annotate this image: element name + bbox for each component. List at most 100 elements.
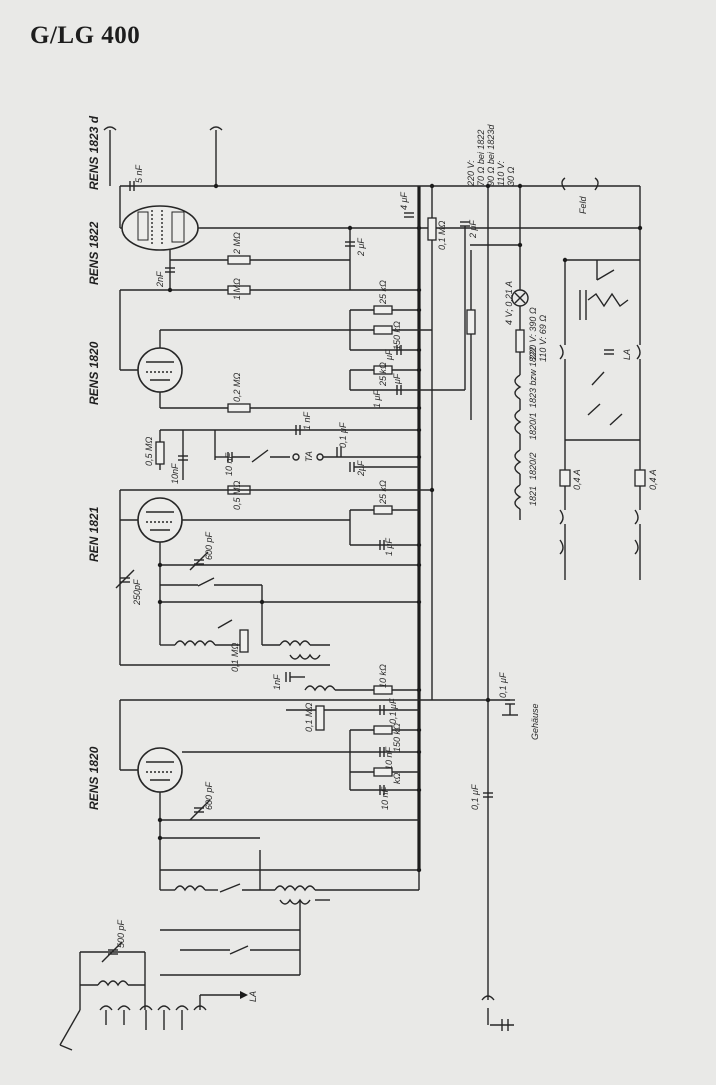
resistor-150k-b (373, 725, 393, 735)
resistor-vertical-main (466, 309, 476, 335)
terminal-ta-b[interactable] (316, 453, 324, 461)
tube-label-5: RENS 1820 (87, 746, 101, 810)
cap-2nF (165, 267, 175, 273)
cap-600pF-b (189, 799, 211, 821)
lbl-uF-b: μF (392, 373, 402, 385)
mains-plug-a[interactable] (559, 539, 564, 555)
lbl-10k-a: 10 kΩ (378, 664, 388, 688)
lbl-10nF-b: 10 nF (224, 452, 234, 476)
lbl-01M-a: 0,1 MΩ (437, 220, 447, 250)
cap-la (604, 349, 614, 355)
cap-uF-a (396, 345, 402, 355)
lbl-10nF-d: 10 nF (380, 786, 390, 810)
lbl-25k-a: 25 kΩ (378, 280, 388, 305)
lbl-2uF-a: 2 μF (356, 238, 366, 257)
lbl-10nF-c: 10 nF (384, 746, 394, 770)
lbl-150k-a: 150 kΩ (392, 321, 402, 350)
lbl-2nF: 2nF (155, 271, 165, 288)
tube-label-4: REN 1821 (87, 506, 101, 562)
switch-ta (251, 449, 269, 463)
heater-1820-1 (514, 409, 522, 435)
cap-1nF-a (295, 425, 301, 435)
resistor-01M-c (315, 705, 325, 731)
lbl-supply-70: 70 Ω bei 1822 (476, 130, 486, 186)
lbl-25k-b: 25 kΩ (378, 362, 388, 387)
coil-g (279, 898, 311, 905)
lbl-la-bottom: LA (248, 991, 258, 1002)
resistor-02M (227, 403, 251, 413)
resistor-01M-b (239, 629, 249, 653)
lbl-05M-b: 0,5 MΩ (232, 480, 242, 510)
lbl-series-110: 110 V: 69 Ω (538, 315, 548, 362)
lbl-heater-1820-2: 1820/2 (528, 452, 538, 480)
input-sockets[interactable] (99, 1005, 207, 1011)
junction-dots (157, 183, 643, 873)
cap-10nF-c (379, 747, 385, 757)
cap-4uF (404, 212, 414, 218)
cap-10nF-d (379, 785, 385, 795)
fuse-a (559, 469, 571, 487)
speaker-coil (587, 292, 629, 308)
lbl-supply-110: 110 V: (496, 160, 506, 186)
lbl-01M-c: 0,1 MΩ (304, 702, 314, 732)
cap-600pF-a (189, 551, 209, 571)
lbl-1M: 1 MΩ (232, 278, 242, 300)
lbl-lamp: 4 V; 0,21 A (504, 281, 514, 325)
cap-01uF-a (336, 447, 342, 457)
tube-rens1823d (121, 205, 199, 251)
tube-label-2: RENS 1822 (87, 221, 101, 285)
coil-f (274, 885, 316, 892)
lbl-01uF-b: 0,1 μF (388, 698, 398, 724)
lbl-25k-c: 25 kΩ (378, 480, 388, 505)
antenna-jack[interactable] (59, 1009, 81, 1046)
lbl-la-top: LA (622, 349, 632, 360)
feld-terminal-b[interactable] (594, 177, 599, 191)
lbl-500pF: 500 pF (116, 919, 126, 948)
cap-1uF-b (379, 540, 385, 550)
lbl-supply-30: 30 Ω (506, 166, 516, 186)
tube-label-1: RENS 1823 d (87, 115, 101, 190)
lbl-heater-1821: 1821 (528, 486, 538, 506)
switch-h (609, 413, 623, 426)
switch-d (229, 945, 249, 955)
switch-e (596, 269, 615, 281)
lbl-1uF-a: 1 μF (372, 390, 382, 408)
fuse-b (634, 469, 646, 487)
lbl-1nF-a: 1 nF (302, 411, 312, 430)
lbl-series-220: 220 V: 390 Ω (528, 307, 538, 361)
tube-rens1820-b (137, 747, 183, 793)
lbl-chassis: Gehäuse (530, 703, 540, 740)
resistor-2M (227, 255, 251, 265)
lbl-250pF: 250pF (132, 579, 142, 606)
terminal-ta-a[interactable] (292, 453, 300, 461)
resistor-05M (155, 441, 165, 465)
lbl-05M: 0,5 MΩ (144, 436, 154, 466)
coil-e (174, 885, 206, 892)
heater-1821 (514, 484, 522, 510)
lbl-feld: Feld (578, 195, 588, 214)
mains-plug-b[interactable] (634, 539, 639, 555)
resistor-25k-c (373, 505, 393, 515)
lbl-supply-90: 90 Ω bei 1823d (486, 124, 496, 186)
coil-d (304, 685, 336, 692)
switch-g (587, 403, 601, 416)
lbl-1uF-b: 1 μF (384, 538, 394, 556)
coil-c (289, 653, 321, 660)
lbl-2uF-c: 2μF (356, 460, 366, 477)
resistor-1M (227, 285, 251, 295)
cap-uF-b (396, 385, 402, 395)
lbl-150k-b: 150 kΩ (392, 723, 402, 752)
lbl-heater-1820-1: 1820/1 (528, 412, 538, 440)
resistor-10k-a (373, 685, 393, 695)
lbl-2M: 2 MΩ (232, 232, 242, 255)
series-resistor (515, 329, 525, 353)
feld-terminal-a[interactable] (561, 177, 566, 191)
cap-250pF (115, 569, 135, 589)
lbl-uF-a: μF (384, 349, 394, 361)
resistor-k-c (373, 767, 393, 777)
coil-a (174, 640, 216, 647)
heater-1820-2 (514, 449, 522, 475)
lbl-01uF-a: 0,1 μF (338, 422, 348, 448)
lbl-fuse-b: 0,4 A (648, 469, 658, 490)
